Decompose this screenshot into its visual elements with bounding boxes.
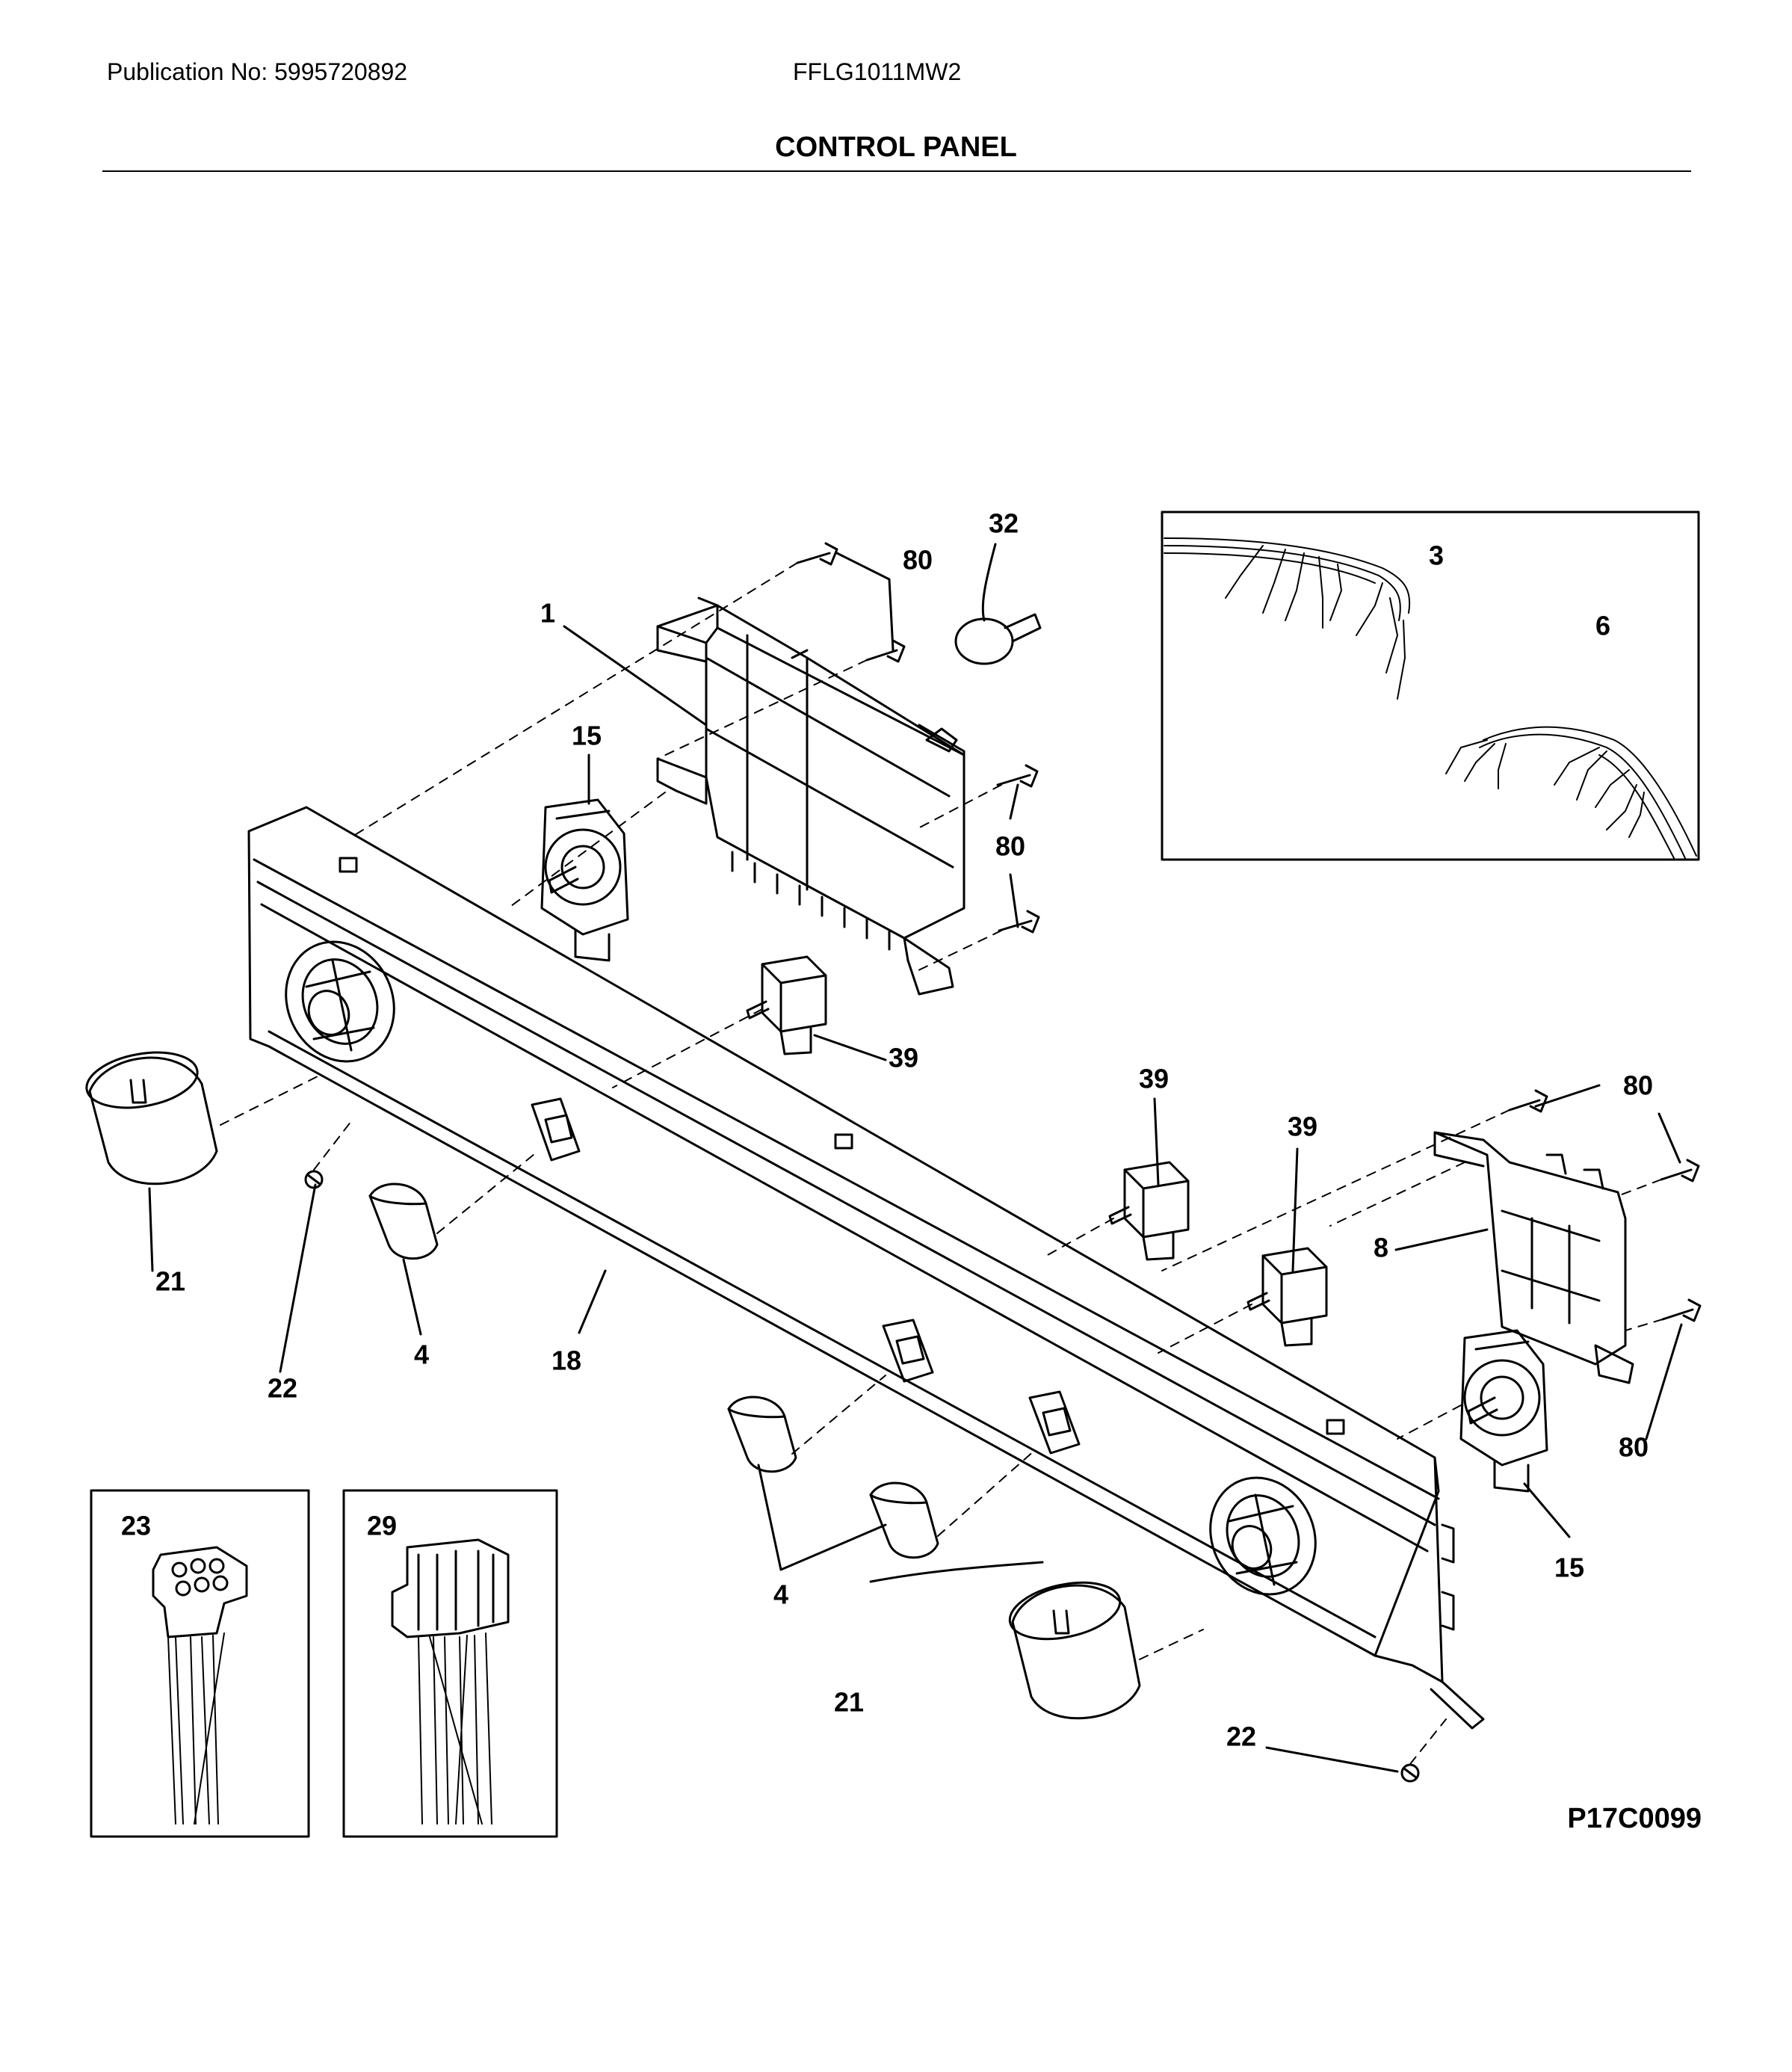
callout-32: 32 bbox=[989, 508, 1019, 539]
rotary-selector-left bbox=[540, 798, 629, 962]
screw-left bbox=[304, 1170, 324, 1189]
inset-wire-harness bbox=[1161, 511, 1700, 861]
callout-22-left: 22 bbox=[268, 1373, 297, 1404]
inset-connector-29 bbox=[342, 1489, 558, 1838]
callout-8: 8 bbox=[1374, 1233, 1388, 1263]
callout-15-bottom: 15 bbox=[1554, 1553, 1584, 1583]
callout-39-upper: 39 bbox=[889, 1043, 918, 1073]
callout-39-right-b: 39 bbox=[1288, 1111, 1317, 1142]
callout-80-top: 80 bbox=[903, 545, 933, 576]
button-left bbox=[368, 1183, 439, 1260]
callout-4-center: 4 bbox=[773, 1579, 788, 1610]
callout-15-top: 15 bbox=[572, 721, 602, 751]
button-center-a bbox=[727, 1396, 797, 1473]
diagram-code: P17C0099 bbox=[1567, 1803, 1702, 1834]
callout-23: 23 bbox=[121, 1511, 151, 1541]
callout-1: 1 bbox=[540, 598, 555, 629]
electronic-control-board bbox=[656, 596, 965, 996]
right-knob-mount bbox=[1209, 1476, 1317, 1596]
button-clip-middle bbox=[882, 1319, 934, 1383]
callout-80-right-bottom: 80 bbox=[1619, 1432, 1649, 1463]
callout-21-left: 21 bbox=[155, 1266, 185, 1297]
button-center-b bbox=[869, 1481, 939, 1559]
header-divider bbox=[102, 170, 1691, 172]
page-title: CONTROL PANEL bbox=[775, 132, 1017, 163]
bolts bbox=[796, 542, 1702, 1322]
cable-tie bbox=[954, 613, 1042, 665]
callout-22-right: 22 bbox=[1226, 1721, 1256, 1752]
callout-4-left: 4 bbox=[414, 1339, 429, 1370]
left-knob-mount bbox=[285, 940, 395, 1063]
switch-upper-center bbox=[746, 955, 827, 1055]
button-clip-right bbox=[1028, 1390, 1081, 1455]
inset-connector-23 bbox=[90, 1489, 310, 1838]
callout-39-right-a: 39 bbox=[1139, 1064, 1169, 1094]
control-panel-fascia bbox=[247, 806, 1485, 1730]
assembly-lines bbox=[220, 562, 1663, 1765]
switch-right-center-b bbox=[1246, 1247, 1328, 1347]
publication-number: Publication No: 5995720892 bbox=[107, 58, 408, 85]
callout-29: 29 bbox=[367, 1511, 397, 1541]
callout-6: 6 bbox=[1595, 611, 1610, 641]
button-clip-left bbox=[531, 1097, 581, 1162]
callout-21-right: 21 bbox=[834, 1687, 864, 1718]
control-bracket bbox=[1433, 1131, 1634, 1384]
callout-18: 18 bbox=[551, 1345, 581, 1376]
callout-3: 3 bbox=[1429, 540, 1444, 571]
callout-80-right-top: 80 bbox=[1623, 1070, 1653, 1101]
screw-right bbox=[1400, 1763, 1420, 1783]
model-number: FFLG1011MW2 bbox=[793, 58, 962, 85]
rotary-selector-right bbox=[1459, 1329, 1548, 1493]
leader-lines bbox=[148, 543, 1683, 1773]
callout-80-middle: 80 bbox=[995, 831, 1025, 862]
switch-right-center-a bbox=[1108, 1161, 1190, 1261]
knob-left bbox=[85, 1051, 218, 1185]
knob-right bbox=[1008, 1581, 1141, 1720]
